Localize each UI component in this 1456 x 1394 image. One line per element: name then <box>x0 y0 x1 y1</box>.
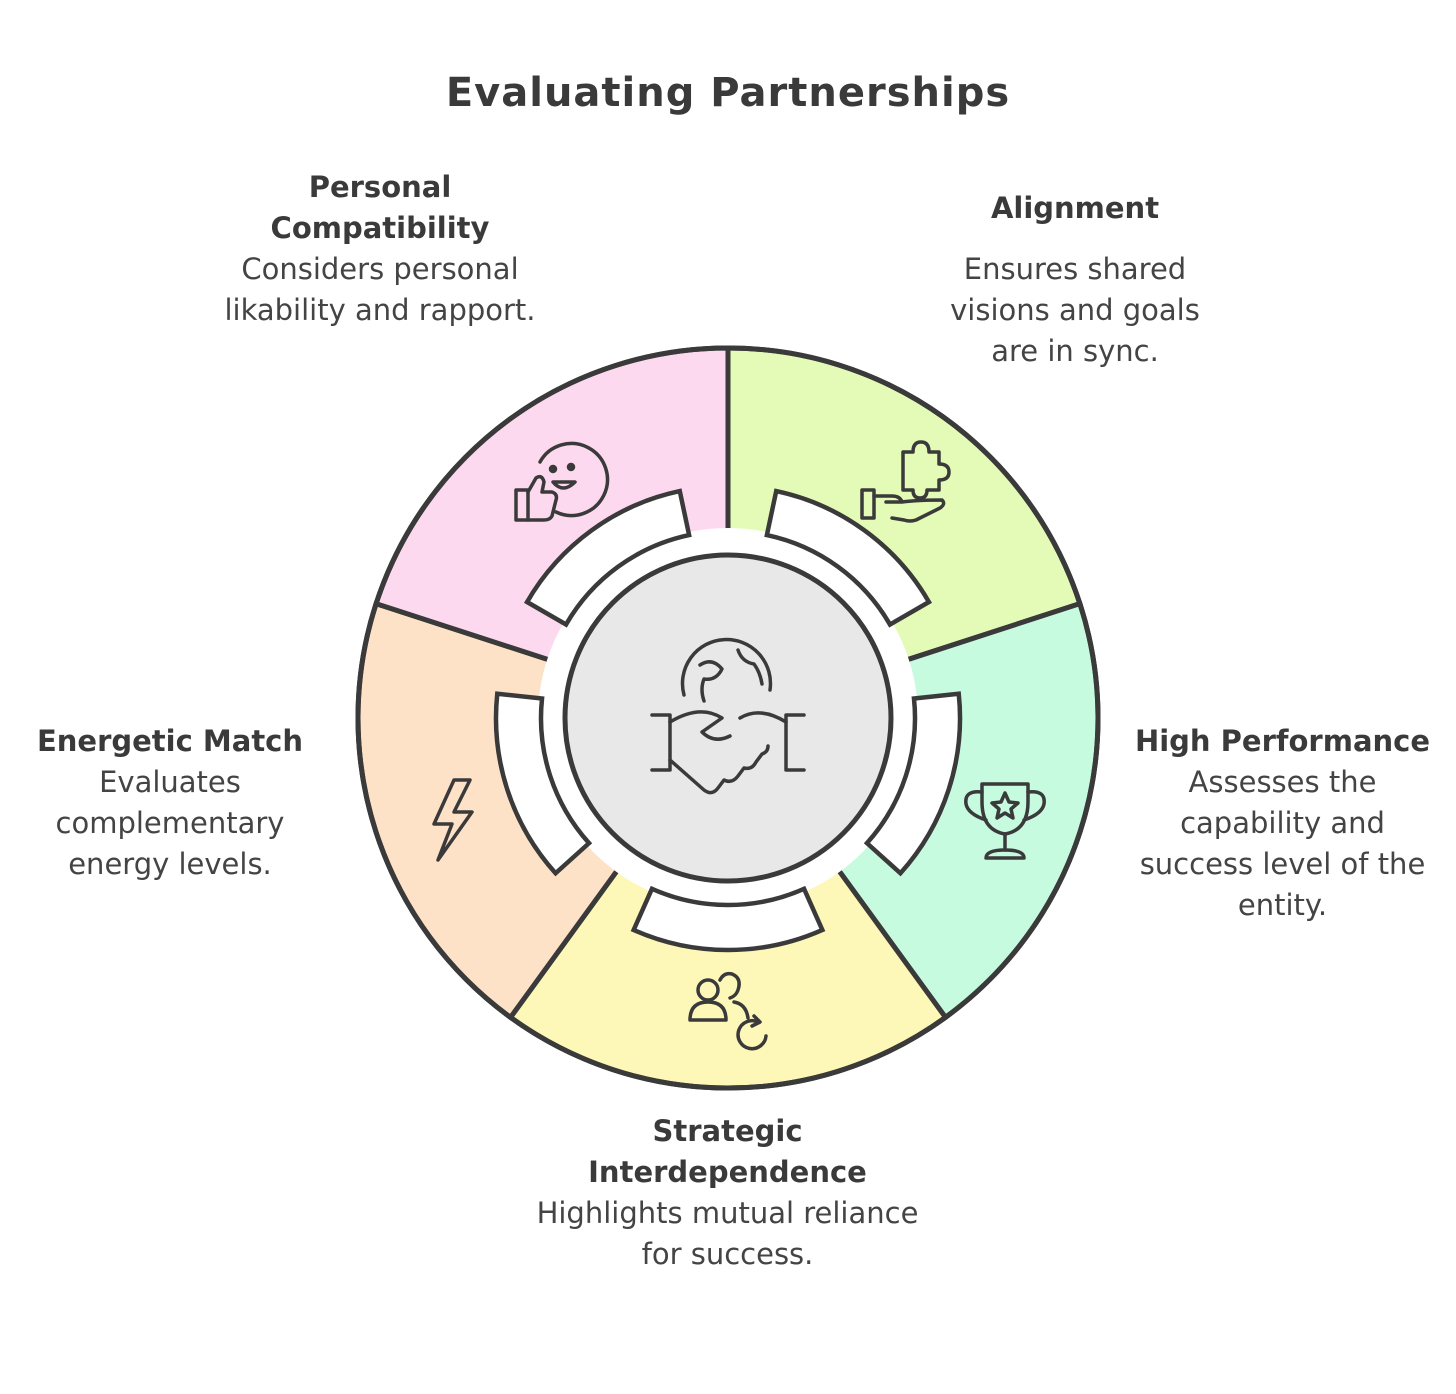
inner-ring-block-energy <box>524 488 692 628</box>
inner-ring-block-perf <box>630 885 826 953</box>
center-disc <box>562 552 894 884</box>
segment-heading: High Performance <box>1134 724 1431 758</box>
segment-label-personal-compatibility: Personal Compatibility Considers persona… <box>220 167 540 331</box>
globe-handshake-icon <box>650 637 806 795</box>
inner-ring-block-compat <box>764 488 932 628</box>
segment-heading: Alignment <box>990 191 1160 225</box>
segment-description: Ensures shared visions and goals are in … <box>950 252 1200 368</box>
diagram-title: Evaluating Partnerships <box>445 70 1011 116</box>
segment-heading: Energetic Match <box>36 724 304 758</box>
segment-label-high-performance: High Performance Assesses the capability… <box>1130 721 1435 926</box>
segment-description: Evaluates complementary energy levels. <box>55 765 285 881</box>
lightning-icon <box>432 778 474 862</box>
inner-ring-block-align <box>863 691 963 877</box>
segment-label-alignment: Alignment Ensures shared visions and goa… <box>930 188 1220 372</box>
segment-heading: Strategic Interdependence <box>588 1114 867 1189</box>
puzzle-hand-icon <box>860 440 951 523</box>
inner-ring-block-strat <box>493 691 593 877</box>
segment-label-energetic-match: Energetic Match Evaluates complementary … <box>20 721 320 885</box>
outer-ring-outline <box>355 345 1101 1091</box>
segment-description: Highlights mutual reliance for success. <box>536 1196 919 1271</box>
segment-label-strategic-interdependence: Strategic Interdependence Highlights mut… <box>520 1111 935 1275</box>
inner-ring-gaps <box>493 488 963 953</box>
users-cycle-icon <box>688 971 768 1051</box>
inner-white-band <box>538 528 918 908</box>
trophy-icon <box>964 782 1046 860</box>
segment-description: Considers personal likability and rappor… <box>224 252 536 327</box>
segment-heading: Personal Compatibility <box>270 170 490 245</box>
smiley-thumbs-up-icon <box>514 441 610 522</box>
segment-description: Assesses the capability and success leve… <box>1139 765 1426 922</box>
